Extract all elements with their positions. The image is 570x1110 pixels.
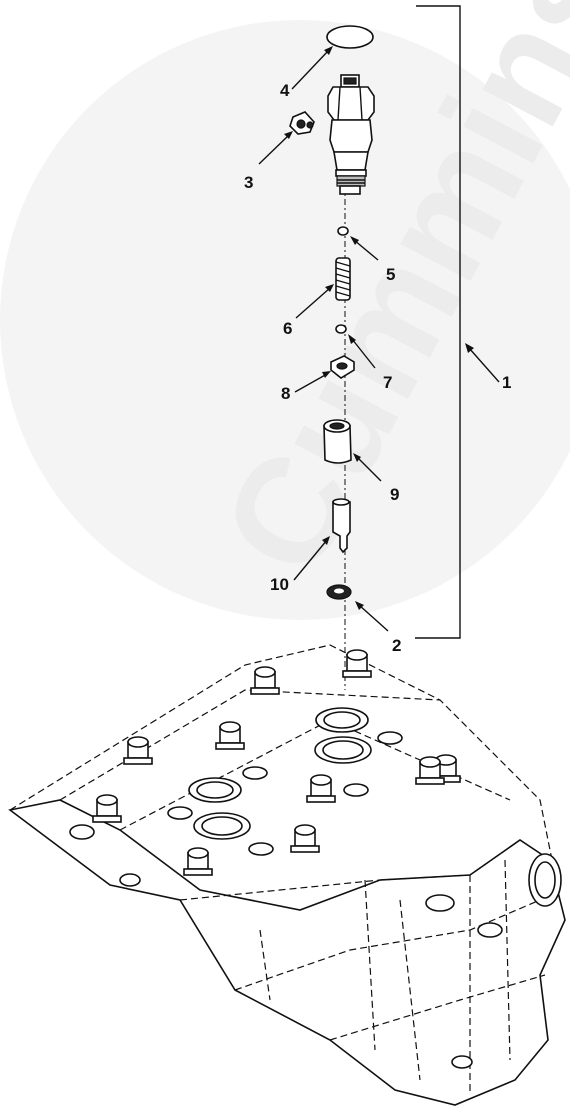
washer-part-7 — [335, 324, 347, 334]
callout-8: 8 — [281, 384, 290, 403]
nozzle-nut-part — [323, 419, 352, 464]
washer-part-5 — [337, 226, 349, 236]
leader-lines — [258, 46, 500, 632]
callout-6: 6 — [283, 319, 292, 338]
callout-7: 7 — [383, 373, 392, 392]
fitting-part — [289, 111, 315, 135]
o-ring-part — [326, 25, 374, 49]
assembly-bracket — [415, 5, 461, 639]
watermark: Cummins — [0, 0, 570, 620]
callout-1: 1 — [502, 373, 511, 392]
nozzle-part — [332, 498, 351, 554]
sealing-washer-part — [326, 584, 352, 600]
spring-part — [335, 257, 351, 301]
spacer-part — [330, 355, 355, 379]
cylinder-head — [8, 644, 566, 1106]
callout-5: 5 — [386, 265, 395, 284]
callout-9: 9 — [390, 485, 399, 504]
callout-2: 2 — [392, 636, 401, 655]
injector-bores — [69, 707, 562, 1069]
callout-3: 3 — [244, 173, 253, 192]
callout-10: 10 — [270, 575, 289, 594]
head-bolts — [92, 649, 461, 876]
injector-part — [327, 74, 375, 195]
callout-4: 4 — [280, 81, 290, 100]
